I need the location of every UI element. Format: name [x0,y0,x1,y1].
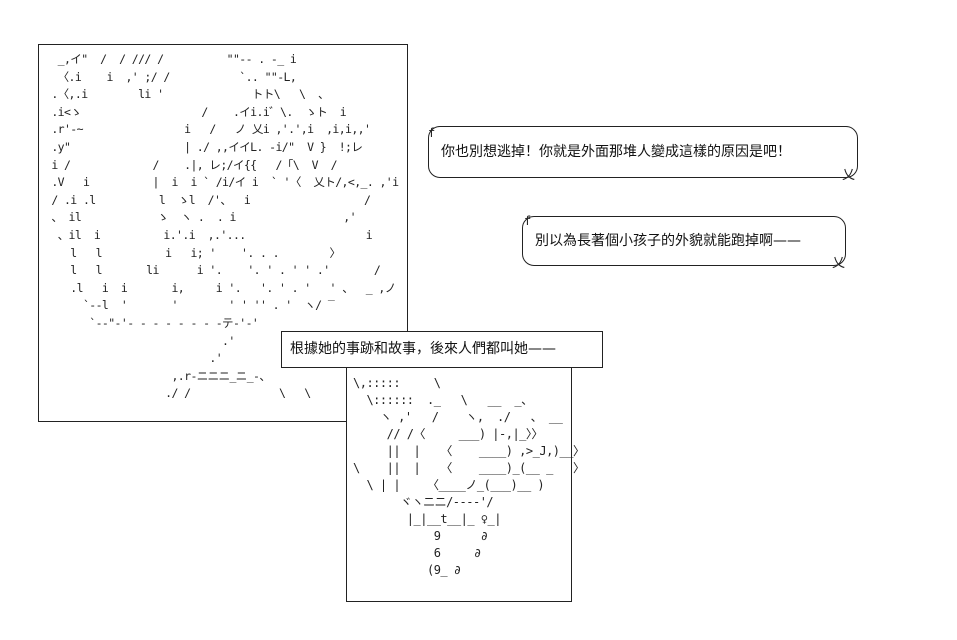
speech-bubble-1-tail: 乂 [842,168,856,183]
speech-bubble-2: 別以為長著個小孩子的外貌就能跑掉啊—— [522,216,846,266]
speech-bubble-2-hook: f [524,214,532,228]
speech-bubble-1-text: 你也別想逃掉！你就是外面那堆人變成這樣的原因是吧！ [441,144,791,160]
speech-bubble-2-text: 別以為長著個小孩子的外貌就能跑掉啊—— [535,233,801,249]
speech-bubble-2-tail: 乂 [832,256,846,271]
speech-bubble-1: 你也別想逃掉！你就是外面那堆人變成這樣的原因是吧！ [428,126,858,178]
speech-bubble-1-hook: f [428,126,436,140]
statue-ascii-art: \,::::: \ \:::::: ._ \ __ _、 ヽ ,' / ヽ, .… [353,376,585,577]
narration-caption-text: 根據她的事跡和故事，後來人們都叫她—— [290,341,556,357]
narration-caption: 根據她的事跡和故事，後來人們都叫她—— [281,331,603,368]
statue-panel: \,::::: \ \:::::: ._ \ __ _、 ヽ ,' / ヽ, .… [346,366,585,602]
portrait-panel: _,イ" / / /// / ""-- . -_ i 〈.i i ,' ;/ /… [38,44,408,422]
portrait-ascii-art: _,イ" / / /// / ""-- . -_ i 〈.i i ,' ;/ /… [51,52,399,401]
